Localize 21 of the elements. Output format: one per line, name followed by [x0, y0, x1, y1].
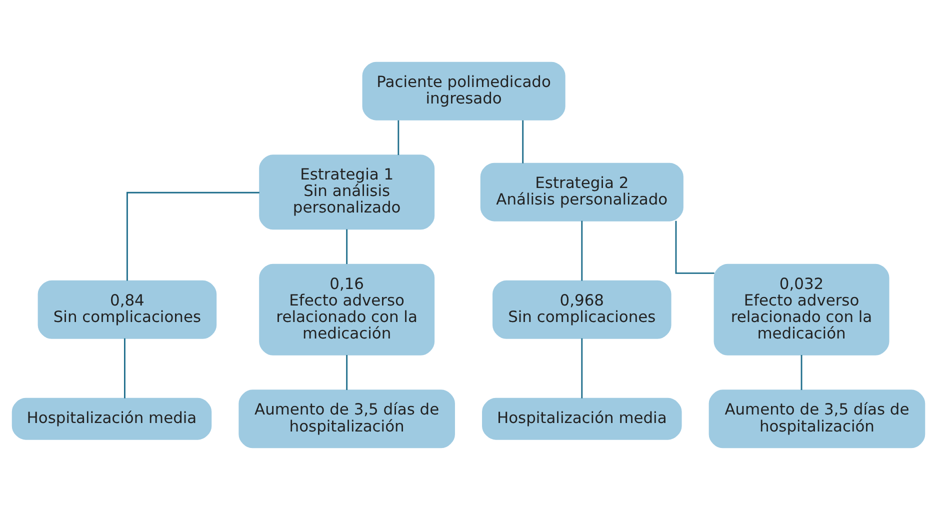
node-box: Estrategia 2 Análisis personalizado — [480, 162, 684, 222]
node-box: Estrategia 1 Sin análisis personalizado — [259, 154, 435, 230]
connector — [522, 120, 524, 164]
node-box: 0,968 Sin complicaciones — [492, 280, 672, 339]
node-box: Hospitalización media — [482, 398, 682, 440]
connector — [675, 220, 714, 274]
connector — [124, 338, 126, 398]
node-box: Aumento de 3,5 días de hospitalización — [708, 390, 926, 448]
node-box: 0,84 Sin complicaciones — [38, 280, 217, 339]
connector — [346, 355, 348, 390]
connector — [398, 120, 400, 156]
connector — [581, 338, 583, 398]
connector — [581, 220, 583, 281]
node-box: Hospitalización media — [12, 398, 212, 440]
connector — [126, 192, 260, 281]
node-box: Paciente polimedicado ingresado — [362, 62, 566, 120]
connector — [346, 229, 348, 264]
node-box: 0,16 Efecto adverso relacionado con la medicación — [259, 264, 435, 356]
node-box: Aumento de 3,5 días de hospitalización — [238, 390, 455, 448]
connector — [800, 355, 802, 390]
node-box: 0,032 Efecto adverso relacionado con la medicación — [714, 264, 890, 356]
